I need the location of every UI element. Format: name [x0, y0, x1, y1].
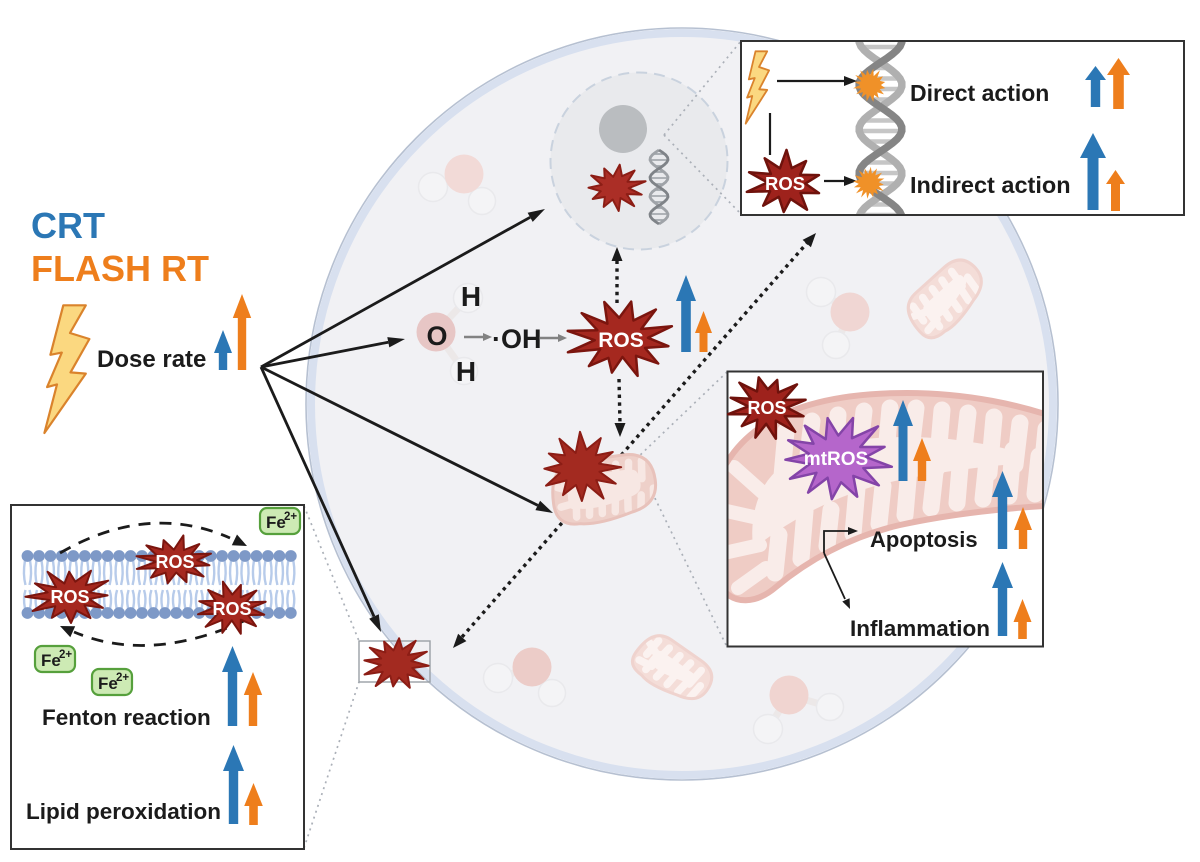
svg-text:ROS: ROS: [50, 587, 89, 607]
svg-text:O: O: [426, 321, 447, 351]
svg-text:Fe: Fe: [266, 513, 286, 532]
svg-text:2+: 2+: [59, 649, 72, 661]
svg-text:Indirect action: Indirect action: [910, 172, 1071, 198]
svg-text:FLASH RT: FLASH RT: [31, 248, 209, 289]
svg-text:ROS: ROS: [212, 599, 251, 619]
svg-text:2+: 2+: [116, 672, 129, 684]
svg-text:ROS: ROS: [747, 398, 786, 418]
svg-text:mtROS: mtROS: [804, 449, 868, 470]
svg-text:Dose rate: Dose rate: [97, 346, 206, 373]
svg-text:Lipid peroxidation: Lipid peroxidation: [26, 799, 221, 824]
svg-text:Fe: Fe: [98, 674, 118, 693]
svg-text:·OH: ·OH: [492, 324, 542, 354]
svg-text:Apoptosis: Apoptosis: [870, 527, 978, 552]
svg-text:CRT: CRT: [31, 205, 105, 246]
svg-text:Direct action: Direct action: [910, 80, 1049, 106]
svg-text:H: H: [456, 356, 476, 387]
svg-text:ROS: ROS: [765, 173, 805, 194]
svg-text:Fenton reaction: Fenton reaction: [42, 705, 211, 730]
svg-text:ROS: ROS: [598, 329, 644, 352]
svg-text:H: H: [461, 281, 481, 312]
svg-text:2+: 2+: [284, 511, 297, 523]
svg-text:Inflammation: Inflammation: [850, 616, 990, 641]
svg-text:ROS: ROS: [155, 552, 194, 572]
svg-text:Fe: Fe: [41, 651, 61, 670]
